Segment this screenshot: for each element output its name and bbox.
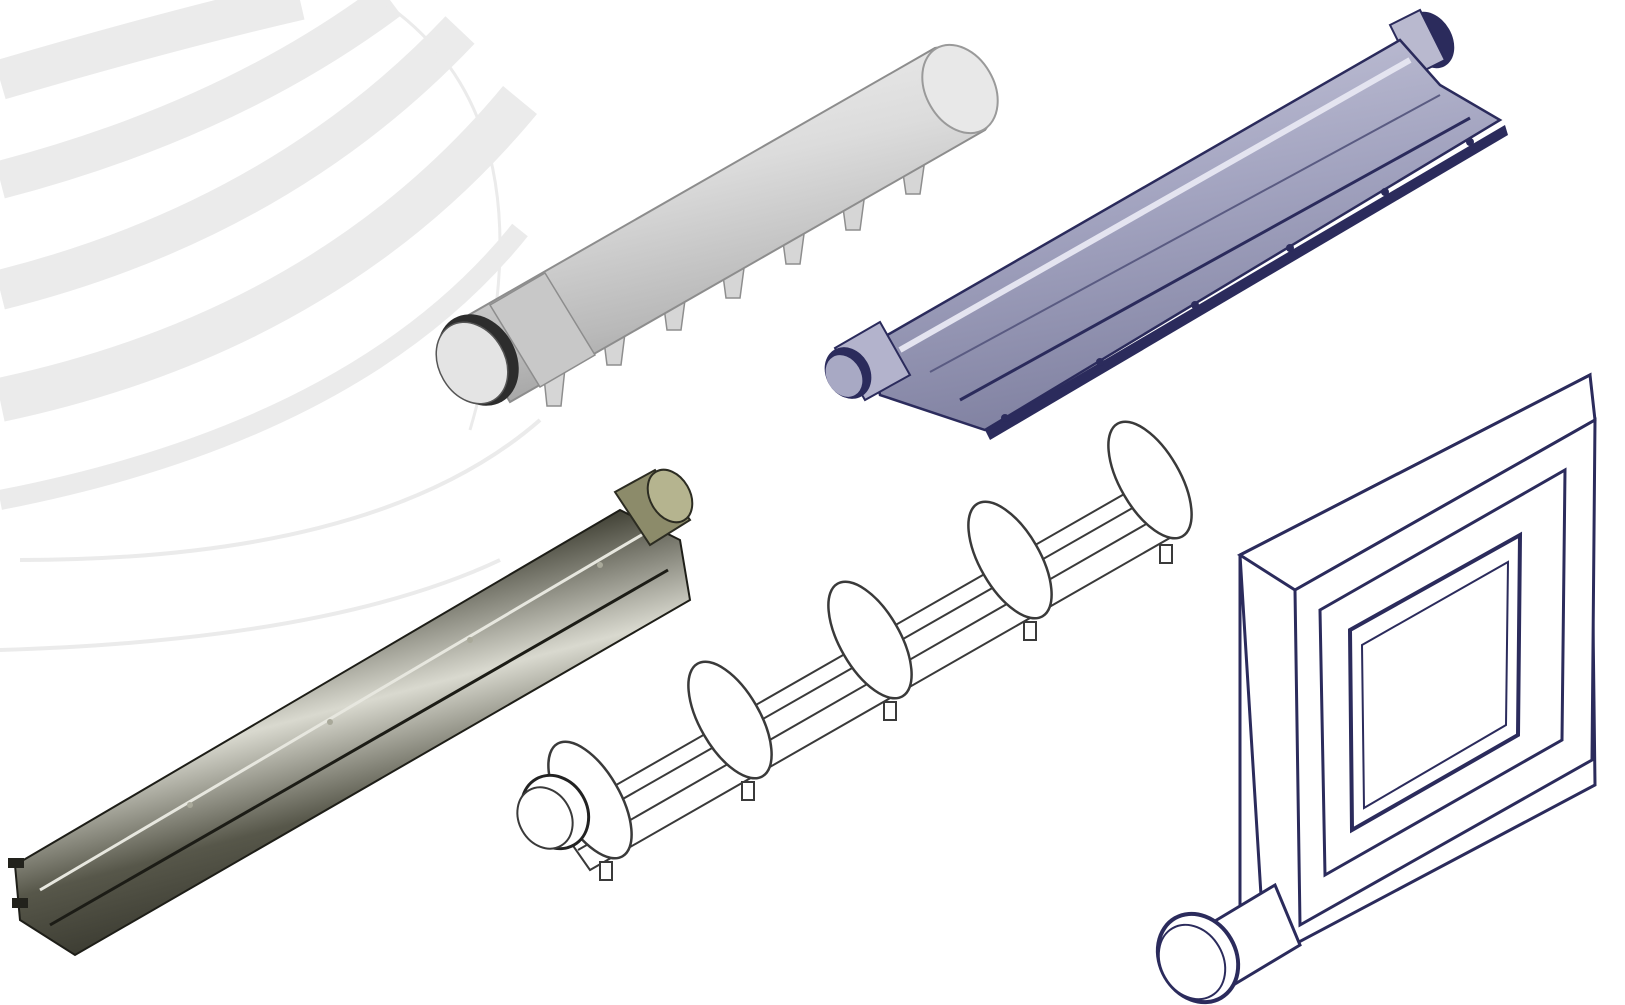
stainless-duct-icon (8, 468, 694, 957)
channel-duct-icon (824, 8, 1508, 440)
watermark-arcs-icon (0, 0, 542, 652)
ring-collar-duct-icon (516, 420, 1193, 881)
square-frame-duct-icon (1155, 372, 1597, 1005)
pipe-manifold-icon (435, 43, 999, 407)
